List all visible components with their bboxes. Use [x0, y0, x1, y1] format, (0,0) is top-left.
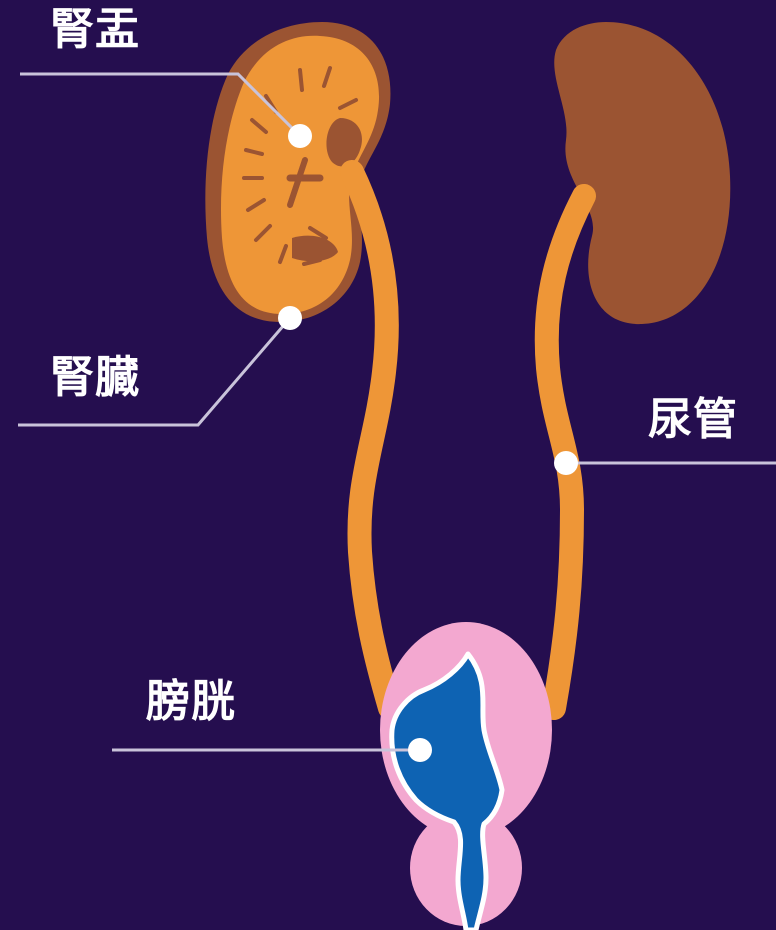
- marker-bladder: [408, 738, 432, 762]
- marker-renal-pelvis: [288, 124, 312, 148]
- right-kidney: [554, 22, 730, 324]
- label-renal-pelvis: 腎盂: [50, 8, 140, 52]
- marker-kidney: [278, 306, 302, 330]
- label-kidney: 腎臓: [50, 356, 140, 400]
- label-ureter: 尿管: [648, 398, 738, 442]
- marker-ureter: [554, 451, 578, 475]
- label-bladder: 膀胱: [146, 680, 236, 724]
- bladder: [380, 622, 552, 930]
